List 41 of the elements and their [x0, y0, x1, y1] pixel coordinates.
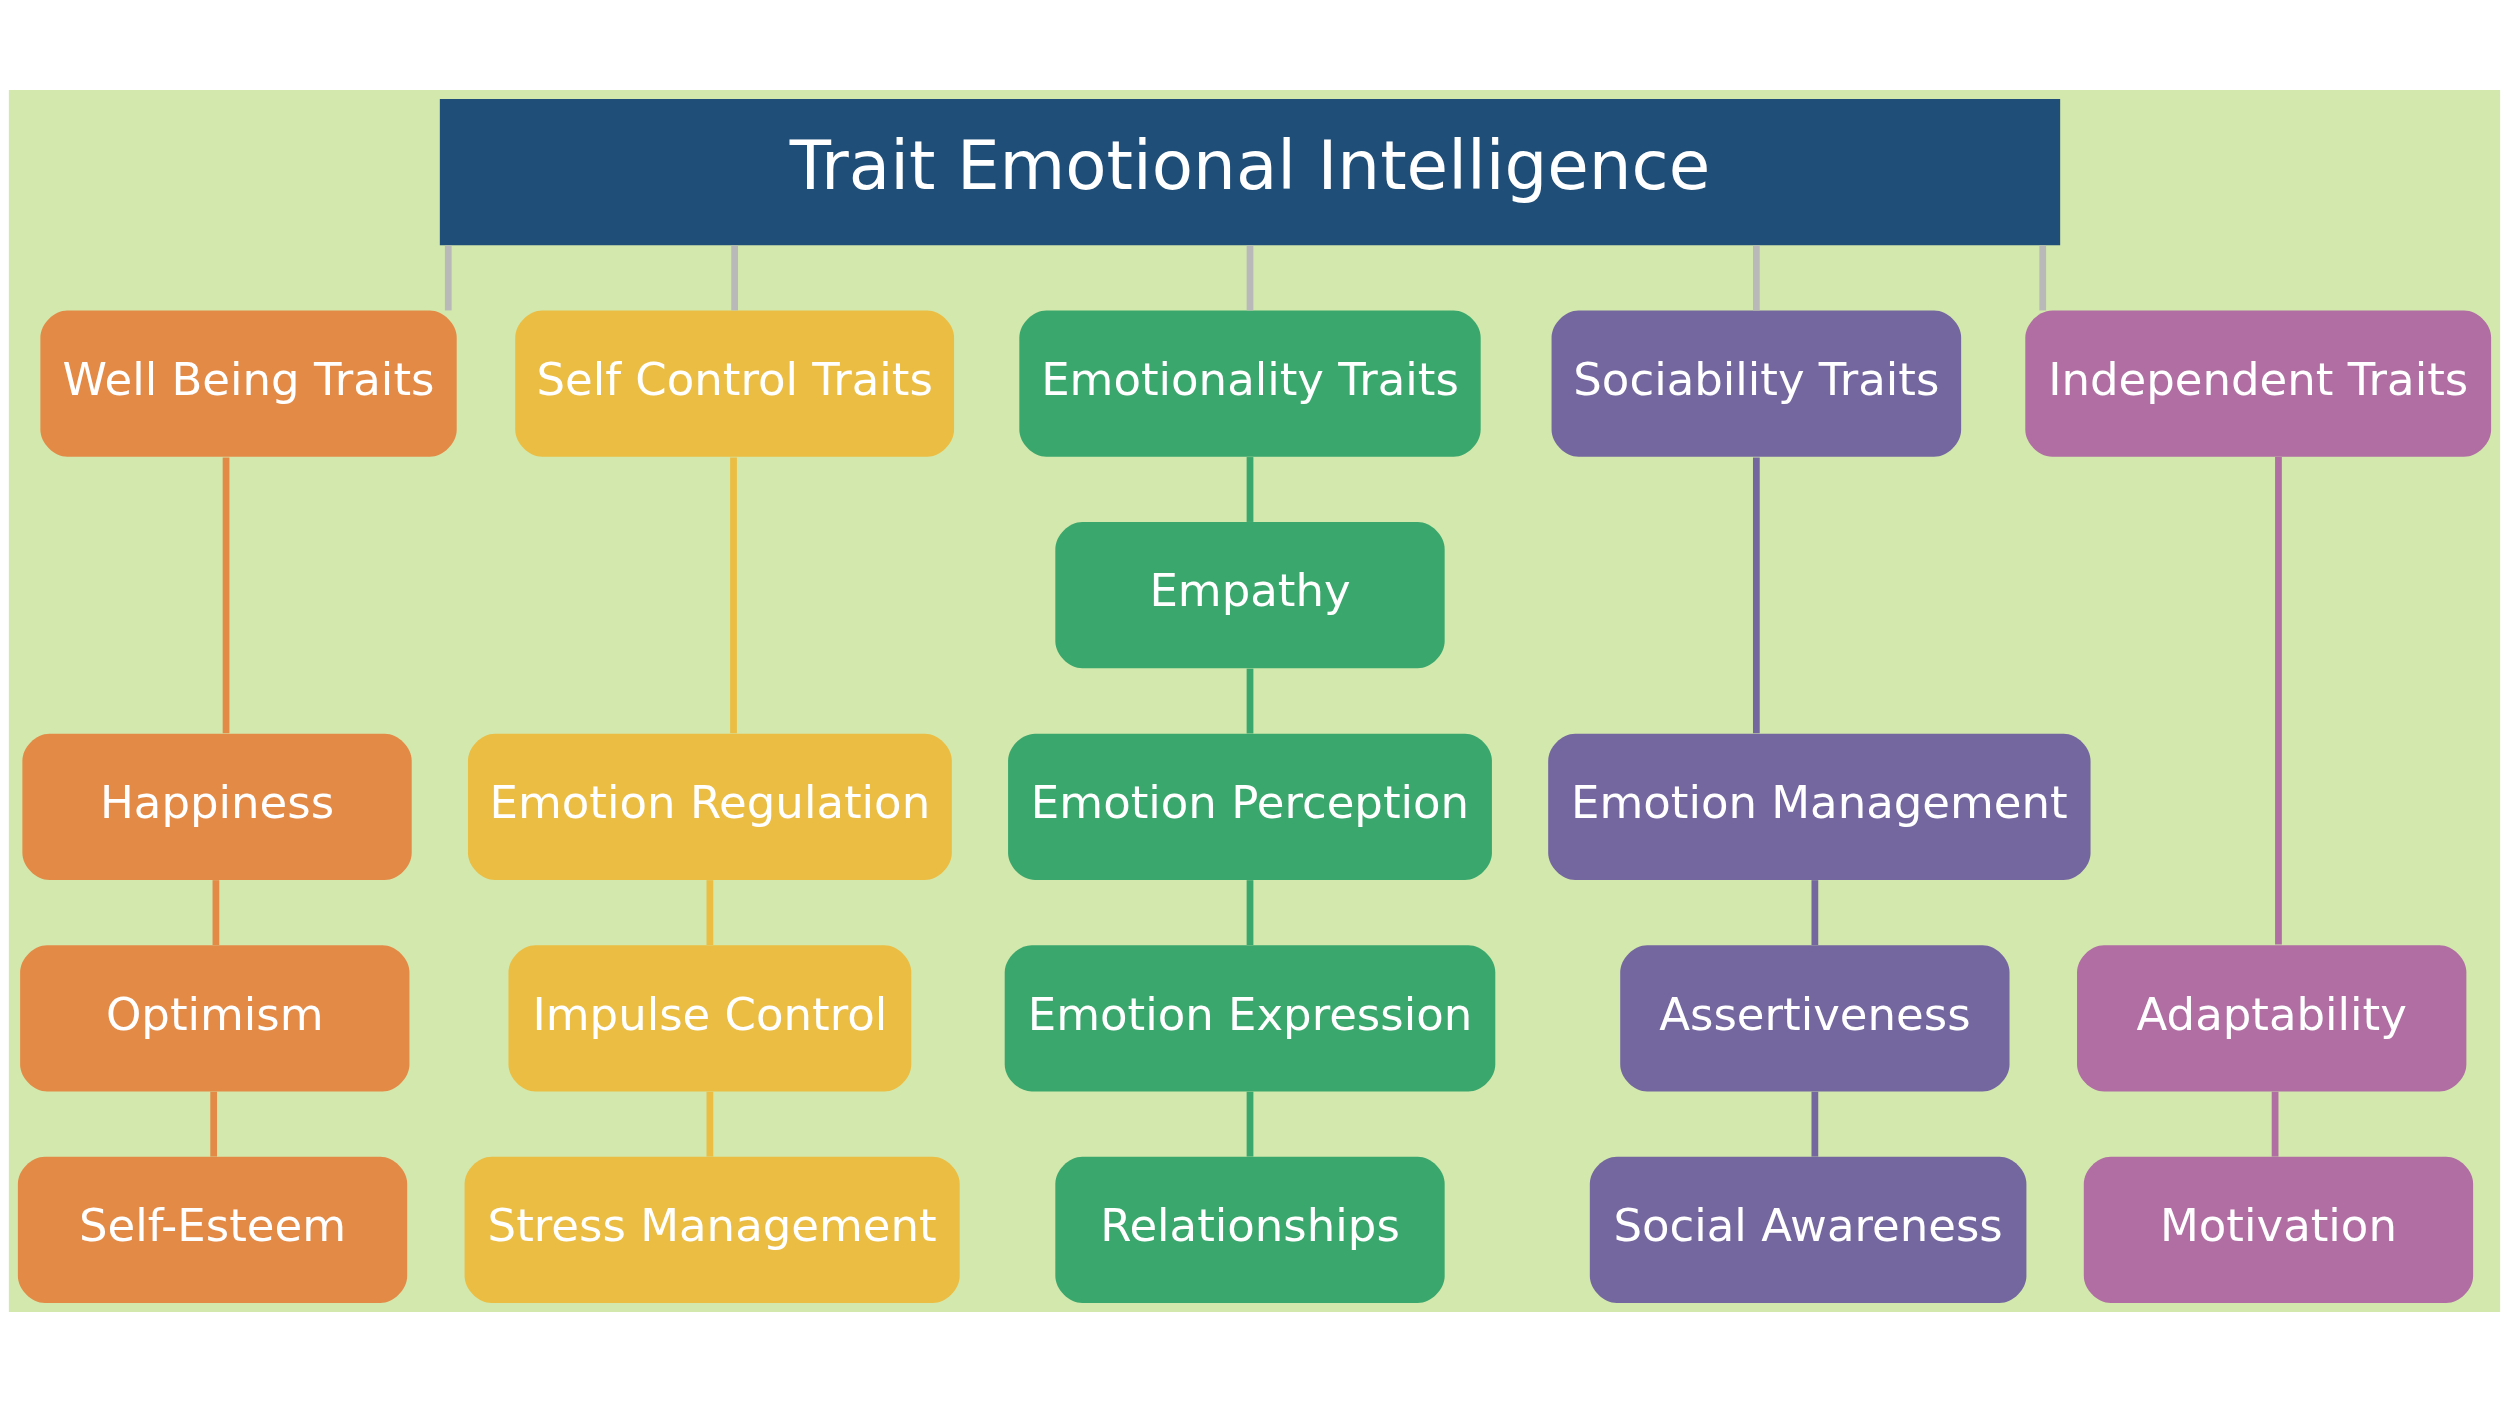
node-box: Motivation	[2083, 1156, 2474, 1303]
connector	[1752, 245, 1760, 311]
node-box: Empathy	[1055, 522, 1445, 669]
node-box: Well Being Traits	[40, 310, 457, 457]
node-box: Adaptability	[2077, 945, 2467, 1092]
node-box: Social Awareness	[1589, 1156, 2027, 1303]
node-box: Emotionality Traits	[1019, 310, 1481, 457]
connector	[210, 1091, 218, 1157]
node-box: Independent Traits	[2025, 310, 2492, 457]
connector	[2271, 1091, 2279, 1157]
connector	[1811, 1091, 1819, 1157]
node-box: Happiness	[22, 733, 412, 880]
connector	[444, 245, 452, 311]
connector	[1246, 245, 1254, 311]
node-box: Self Control Traits	[515, 310, 955, 457]
connector	[706, 880, 714, 946]
node-box: Optimism	[20, 945, 410, 1092]
node-box: Emotion Regulation	[467, 733, 952, 880]
connector	[1246, 668, 1254, 734]
node-box: Relationships	[1055, 1156, 1445, 1303]
node-box: Stress Management	[464, 1156, 960, 1303]
connector	[212, 880, 220, 946]
node-box: Self-Esteem	[17, 1156, 408, 1303]
connector	[1246, 1091, 1254, 1157]
node-box: Emotion Management	[1548, 733, 2091, 880]
connector	[1246, 457, 1254, 522]
connector	[706, 1091, 714, 1157]
connector	[1246, 880, 1254, 946]
node-box: Trait Emotional Intelligence	[439, 99, 2061, 246]
connector	[731, 245, 738, 311]
node-box: Assertiveness	[1620, 945, 2010, 1092]
connector	[730, 457, 737, 734]
node-box: Emotion Expression	[1004, 945, 1496, 1092]
node-box: Impulse Control	[508, 945, 912, 1092]
connector	[2039, 245, 2047, 311]
connector	[2275, 457, 2282, 945]
connector	[1811, 880, 1819, 946]
connector	[222, 457, 230, 734]
connector	[1752, 457, 1760, 734]
node-box: Sociability Traits	[1551, 310, 1962, 457]
node-box: Emotion Perception	[1008, 733, 1492, 880]
